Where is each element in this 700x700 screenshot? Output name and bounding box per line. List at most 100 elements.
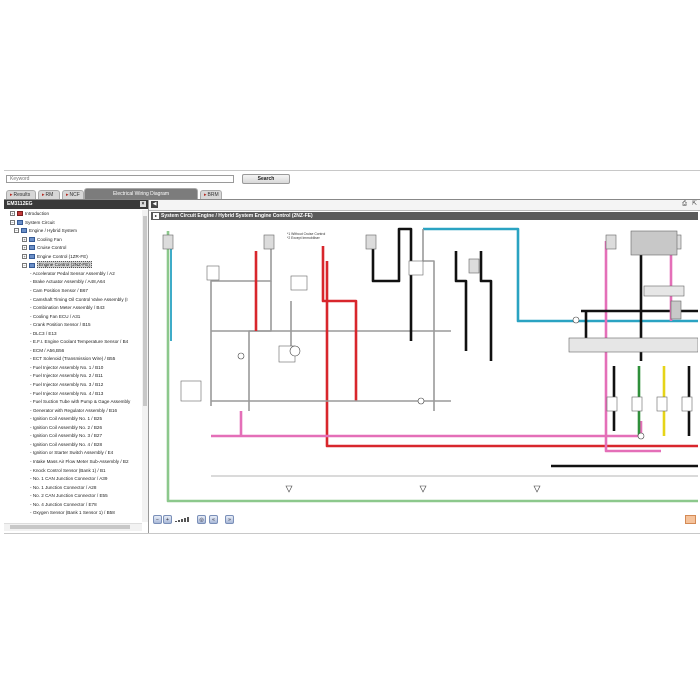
tree-leaf-item[interactable]: - Fuel Injector Assembly No. 4 / B13 — [30, 390, 103, 399]
tree-leaf-item[interactable]: - Fuel Injector Assembly No. 3 / B12 — [30, 381, 103, 390]
tree-folder-item[interactable]: +Engine Control (1ZR-FE) — [22, 253, 88, 262]
tree-leaf-item[interactable]: - E.F.I. Engine Coolant Temperature Sens… — [30, 338, 128, 347]
zoom-level-indicator[interactable] — [175, 517, 197, 522]
feedback-icon[interactable] — [685, 515, 696, 524]
tree-leaf-item[interactable]: - Cooling Fan ECU / A31 — [30, 313, 80, 322]
tree-leaf-item[interactable]: - DLC3 / E13 — [30, 330, 57, 339]
tree-folder-item[interactable]: + Introduction — [10, 210, 49, 219]
tree-leaf-item[interactable]: - Fuel Injector Assembly No. 2 / B11 — [30, 372, 103, 381]
tree-leaf-item[interactable]: - No. 1 Junction Connector / A28 — [30, 484, 96, 493]
relay-box — [206, 265, 220, 281]
tree-leaf-item[interactable]: - Fuel Suction Tube with Pump & Gage Ass… — [30, 398, 130, 407]
splice-point — [417, 397, 425, 405]
tree-leaf-item[interactable]: - Ignition or Starter Switch Assembly / … — [30, 449, 113, 458]
tree-leaf-item[interactable]: - Accelerator Pedal Sensor Assembly / A2 — [30, 270, 115, 279]
tree-leaf-item[interactable]: - Cam Position Sensor / B67 — [30, 287, 88, 296]
tree-folder-item[interactable]: + Cooling Fan — [22, 236, 62, 245]
tree-item-label: Fuel Injector Assembly No. 4 / B13 — [32, 390, 104, 396]
tree-leaf-item[interactable]: - Ignition Coil Assembly No. 3 / B27 — [30, 432, 102, 441]
tree-leaf-item[interactable]: - Brake Actuator Assembly / A48,A64 — [30, 278, 105, 287]
scrollbar-thumb[interactable] — [143, 216, 147, 406]
collapse-icon[interactable]: − — [14, 228, 19, 234]
search-input[interactable] — [6, 175, 234, 183]
tree-leaf-item[interactable]: - Camshaft Timing Oil Control Valve Asse… — [30, 296, 128, 305]
scrollbar-thumb[interactable] — [10, 525, 130, 529]
next-page-icon[interactable]: » — [225, 515, 234, 524]
print-icon[interactable]: ⎙ — [682, 201, 687, 207]
tree-item-label: Fuel Suction Tube with Pump & Gage Assem… — [32, 399, 131, 405]
tree-leaf-item[interactable]: - Generator with Regulator Assembly / B1… — [30, 407, 117, 416]
tree-item-label: Brake Actuator Assembly / A48,A64 — [32, 279, 106, 285]
wiring-diagram[interactable]: *1 Without Cruise Control *2 Except Immo… — [151, 221, 698, 511]
tree-item-label: No. 1 CAN Junction Connector / A39 — [32, 476, 108, 482]
close-icon[interactable]: × — [140, 201, 146, 207]
tree-item-label: Cooling Fan — [37, 236, 62, 242]
vertical-scrollbar[interactable] — [142, 210, 148, 522]
wire-red — [325, 261, 698, 448]
tab-rm[interactable]: ▸RM — [38, 190, 60, 199]
open-window-icon[interactable]: ⇱ — [691, 201, 698, 207]
tree-leaf-item[interactable]: - ECT Solenoid (Transmission Wire) / B55 — [30, 355, 115, 364]
tab-electrical-wiring-diagram[interactable]: Electrical Wiring Diagram — [84, 188, 198, 199]
fuse-box — [263, 234, 275, 250]
tree-item-label: DLC3 / E13 — [32, 330, 57, 336]
tree-folder-item[interactable]: −System Circuit — [10, 219, 55, 228]
tree-folder-item[interactable]: +Cruise Control — [22, 244, 66, 253]
expand-icon[interactable]: + — [22, 236, 27, 242]
book-icon — [29, 236, 35, 242]
tree-folder-item[interactable]: −Engine Control (2NZ-FE) — [22, 261, 92, 270]
tree-leaf-item[interactable]: - Intake Mass Air Flow Meter Sub-Assembl… — [30, 458, 129, 467]
tab-results[interactable]: ▸Results — [6, 190, 36, 199]
ecm-connector — [568, 337, 698, 353]
expand-icon[interactable]: + — [22, 254, 27, 260]
tree-item-label: Ignition or Starter Switch Assembly / E4 — [32, 450, 114, 456]
tree-leaf-item[interactable]: - ECM / A56,B56 — [30, 347, 64, 356]
sidebar-header: EM3112EG × — [4, 200, 148, 209]
wire-pink — [211, 421, 643, 438]
tree-leaf-item[interactable]: - Oxygen Sensor (Bank 1 Sensor 1) / B58 — [30, 509, 115, 518]
search-button[interactable]: Search — [242, 174, 290, 184]
book-icon — [21, 228, 27, 234]
tree-item-label: Fuel Injector Assembly No. 3 / B12 — [32, 382, 104, 387]
tree-leaf-item[interactable]: - Ignition Coil Assembly No. 4 / B28 — [30, 441, 102, 450]
collapse-sidebar-button[interactable]: ◀ — [151, 201, 158, 208]
book-icon — [17, 219, 23, 225]
wire-black — [454, 251, 468, 351]
tree-item-label: Intake Mass Air Flow Meter Sub-Assembly … — [32, 458, 129, 464]
prev-page-icon[interactable]: « — [209, 515, 218, 524]
fuse-box — [162, 234, 174, 250]
tree-bullet-icon: - — [30, 501, 33, 507]
tree-leaf-item[interactable]: - Crank Position Sensor / B15 — [30, 321, 91, 330]
tree-bullet-icon: - — [30, 407, 33, 413]
tree-bullet-icon: - — [30, 433, 33, 439]
wire-blue — [423, 227, 698, 323]
expand-icon[interactable]: + — [22, 245, 27, 251]
tab-ncf[interactable]: ▸NCF — [62, 190, 84, 199]
horizontal-scrollbar[interactable] — [4, 523, 142, 531]
tree-bullet-icon: - — [30, 356, 33, 362]
tree-item-label: Introduction — [25, 211, 50, 216]
collapse-icon[interactable]: − — [22, 262, 27, 268]
zoom-out-icon[interactable]: − — [153, 515, 162, 524]
junction-connector — [643, 285, 685, 297]
tree-leaf-item[interactable]: - Fuel Injector Assembly No. 1 / B10 — [30, 364, 103, 373]
tree-leaf-item[interactable]: - No. 4 Junction Connector / E78 — [30, 501, 97, 510]
tree-leaf-item[interactable]: - Combination Meter Assembly / B43 — [30, 304, 105, 313]
tree-leaf-item[interactable]: - No. 2 CAN Junction Connector / E55 — [30, 492, 108, 501]
tree-leaf-item[interactable]: - Ignition Coil Assembly No. 1 / B25 — [30, 415, 102, 424]
collapse-icon[interactable]: − — [10, 219, 15, 225]
fit-window-icon[interactable]: ◎ — [197, 515, 206, 524]
wire-gray — [422, 229, 435, 411]
tree-leaf-item[interactable]: - No. 1 CAN Junction Connector / A39 — [30, 475, 107, 484]
tree-leaf-item[interactable]: - Knock Control Sensor (Bank 1) / B1 — [30, 467, 106, 476]
tree-folder-item[interactable]: −Engine / Hybrid System — [14, 227, 77, 236]
tab-brm[interactable]: ▸BRM — [200, 190, 222, 199]
tree-leaf-item[interactable]: - Ignition Coil Assembly No. 2 / B26 — [30, 424, 102, 433]
expand-icon[interactable]: + — [10, 211, 15, 217]
ground-symbol — [533, 485, 541, 493]
tab-arrow-icon: ▸ — [66, 192, 69, 198]
title-toggle-icon[interactable]: ▸ — [153, 212, 159, 219]
zoom-in-icon[interactable]: + — [163, 515, 172, 524]
tree-bullet-icon: - — [30, 330, 33, 336]
diagram-navigation-bar: − + ◎ « » — [149, 513, 700, 527]
